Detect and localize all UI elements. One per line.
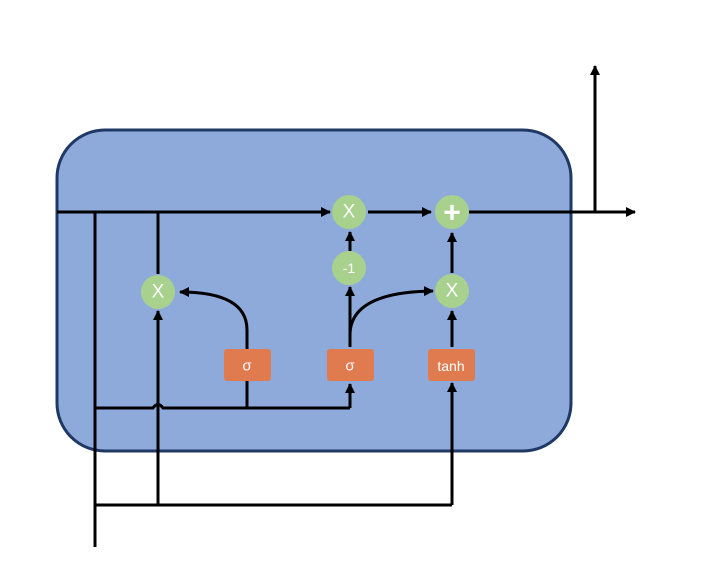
negate-node: -1	[332, 251, 366, 285]
top-multiply-node: X	[332, 195, 366, 229]
tanh-label: tanh	[437, 358, 464, 374]
forget-multiply-label: X	[152, 282, 165, 303]
left-sigmoid-gate: σ	[224, 349, 271, 381]
middle-sigmoid-label: σ	[345, 358, 355, 375]
lower-horizontal-line	[95, 403, 350, 410]
top-multiply-label: X	[343, 202, 356, 223]
tanh-gate: tanh	[428, 349, 475, 381]
middle-sigmoid-gate: σ	[327, 349, 374, 381]
input-multiply-label: X	[446, 281, 459, 302]
negate-label: -1	[343, 260, 356, 276]
forget-multiply-node: X	[141, 275, 175, 309]
left-sigmoid-label: σ	[242, 358, 252, 375]
add-node: +	[435, 195, 469, 230]
left-sigmoid-to-multiply	[179, 287, 249, 408]
cell-body	[55, 128, 573, 453]
input-multiply-node: X	[435, 274, 469, 308]
middle-sigmoid-to-input-multiply	[348, 286, 434, 336]
add-label: +	[443, 197, 461, 230]
